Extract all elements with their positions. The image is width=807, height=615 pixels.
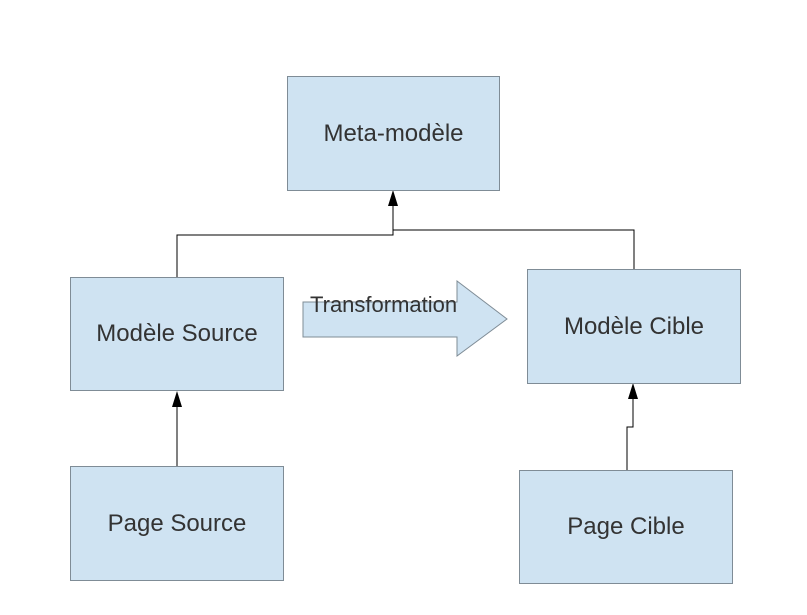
- transformation-arrow: [302, 279, 508, 357]
- source-model-box: Modèle Source: [70, 277, 284, 391]
- connector-page-target-to-model: [626, 398, 634, 470]
- meta-model-box: Meta-modèle: [287, 76, 500, 191]
- connector-target-to-meta: [393, 229, 635, 269]
- target-page-box: Page Cible: [519, 470, 733, 584]
- arrowhead-model-source: [172, 391, 182, 407]
- meta-model-label: Meta-modèle: [323, 119, 464, 147]
- arrowhead-meta: [388, 190, 398, 206]
- connector-source-to-meta: [176, 205, 394, 277]
- target-page-label: Page Cible: [567, 513, 685, 540]
- source-model-label: Modèle Source: [96, 320, 258, 347]
- arrowhead-model-target: [628, 383, 638, 399]
- transformation-label: Transformation: [310, 292, 458, 317]
- source-page-label: Page Source: [107, 509, 247, 537]
- target-model-label: Modèle Cible: [563, 312, 705, 340]
- target-model-box: Modèle Cible: [527, 269, 741, 384]
- source-page-box: Page Source: [70, 466, 284, 581]
